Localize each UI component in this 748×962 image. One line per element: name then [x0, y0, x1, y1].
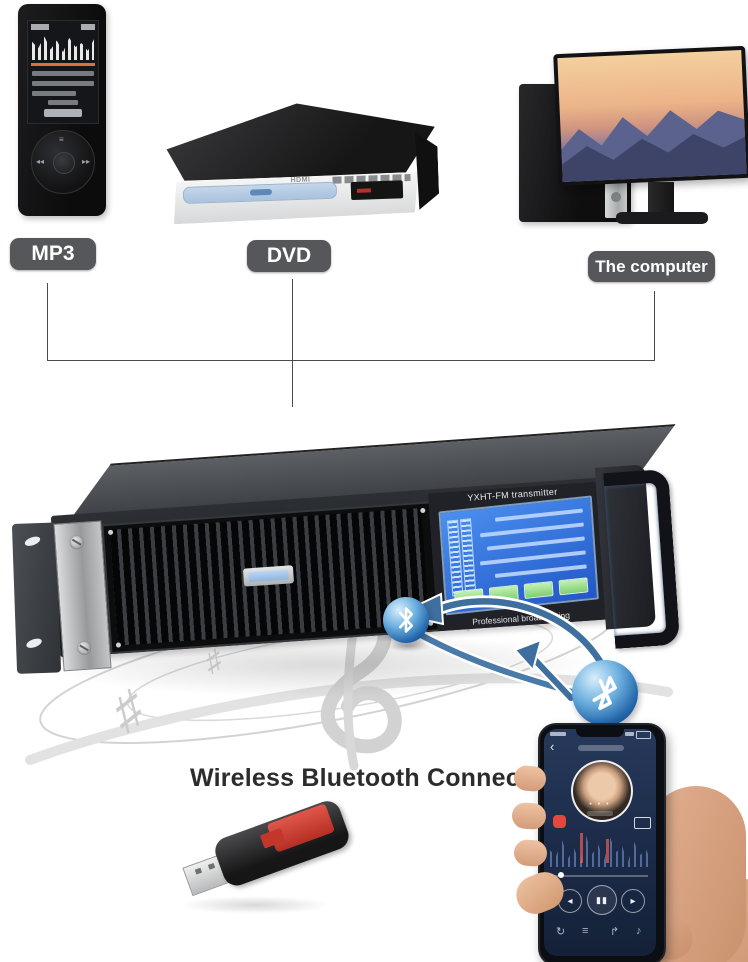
dvd-player-image: HDMI [148, 91, 445, 239]
mp3-label: MP3 [10, 238, 96, 270]
mp3-screen [27, 20, 99, 124]
usb-shadow [180, 896, 330, 914]
monitor-image [553, 45, 748, 187]
back-icon: ‹ [550, 739, 555, 754]
brand-badge [242, 565, 295, 587]
artist-avatar [571, 760, 633, 822]
dvd-top-face [154, 97, 437, 185]
signal-icon [625, 732, 634, 736]
dvd-label: DVD [247, 240, 331, 272]
dvd-display [351, 180, 404, 200]
mp3-icon-row [48, 100, 78, 105]
page-dots: • • • [589, 801, 611, 808]
mp3-text-row [32, 71, 94, 76]
pc-tower-logo [611, 192, 621, 202]
song-title-blur [578, 745, 624, 751]
connector-line-dvd [292, 279, 293, 407]
finger [513, 838, 548, 868]
status-time [550, 732, 566, 736]
bluetooth-shadow [384, 640, 432, 652]
audio-waveform [550, 835, 650, 867]
smartphone-image: ‹ • • • ◂ ▮▮ ▸ ↻ ≡ ↱ ♪ [538, 723, 666, 962]
mp3-control-pad: ≡ ◂◂ ▸▸ [31, 130, 95, 194]
usb-slider [259, 803, 336, 853]
playlist-icon: ≡ [582, 925, 589, 937]
mp3-progress-line [31, 63, 95, 66]
mp3-text-row [32, 91, 76, 96]
mp3-player-image: ≡ ◂◂ ▸▸ [18, 4, 106, 216]
dvd-tray-window [250, 189, 272, 196]
rewind-icon: ◂◂ [36, 157, 45, 166]
battery-icon [636, 731, 651, 739]
share-icon: ↱ [610, 926, 620, 938]
mp3-equalizer-bars [32, 36, 94, 60]
monitor-stand [648, 182, 674, 216]
progress-handle [558, 872, 564, 878]
usb-connector-hole [207, 862, 216, 870]
phone-screen: ‹ • • • ◂ ▮▮ ▸ ↻ ≡ ↱ ♪ [544, 729, 656, 956]
lcd-text-row [480, 522, 584, 538]
record-icon [553, 815, 566, 828]
next-button: ▸ [621, 889, 645, 913]
dvd-disc-tray [183, 182, 337, 204]
rack-ear-hole [23, 534, 42, 548]
connector-line-horizontal [47, 360, 655, 361]
monitor-base [616, 212, 708, 224]
rack-ear [11, 522, 62, 674]
bluetooth-icon [572, 660, 638, 726]
usb-connector-hole [194, 867, 203, 875]
brand-badge-label [248, 569, 289, 583]
waveform-accent [606, 839, 609, 863]
mp3-text-row [32, 81, 94, 86]
progress-bar [552, 875, 648, 877]
screw-icon [69, 534, 85, 550]
arrowhead-up [513, 638, 543, 673]
connector-line-mp3 [47, 283, 48, 361]
pause-button: ▮▮ [587, 885, 617, 915]
connector-line-computer [654, 291, 655, 361]
mp3-status-bar [31, 24, 95, 30]
usb-drive-body-group [175, 789, 359, 915]
mp3-brand-logo [44, 109, 82, 117]
repeat-icon: ↻ [556, 926, 566, 938]
menu-icon: ≡ [59, 135, 64, 144]
usb-drive-image [152, 797, 362, 913]
monitor-screen [557, 50, 747, 182]
computer-label: The computer [588, 251, 715, 282]
artist-name-blur [587, 811, 613, 816]
screw-icon [76, 640, 92, 656]
screw-icon [115, 642, 122, 648]
lcd-text-row [486, 536, 585, 551]
phone-notch [576, 729, 624, 737]
rack-ear-hole [25, 636, 43, 650]
usb-body [211, 797, 353, 890]
forward-icon: ▸▸ [81, 157, 90, 166]
music-icon: ♪ [636, 925, 642, 937]
dvd-side-face [415, 131, 440, 210]
waveform-accent [580, 833, 583, 863]
finger [511, 801, 547, 831]
video-icon [634, 817, 651, 829]
play-button [53, 152, 75, 174]
screw-icon [420, 507, 426, 514]
usb-slider-notch [259, 827, 286, 849]
lcd-text-row [494, 508, 583, 522]
dvd-display-digits [357, 188, 371, 192]
bluetooth-icon [383, 597, 429, 643]
caption-text: Wireless Bluetooth Connection [190, 764, 567, 792]
